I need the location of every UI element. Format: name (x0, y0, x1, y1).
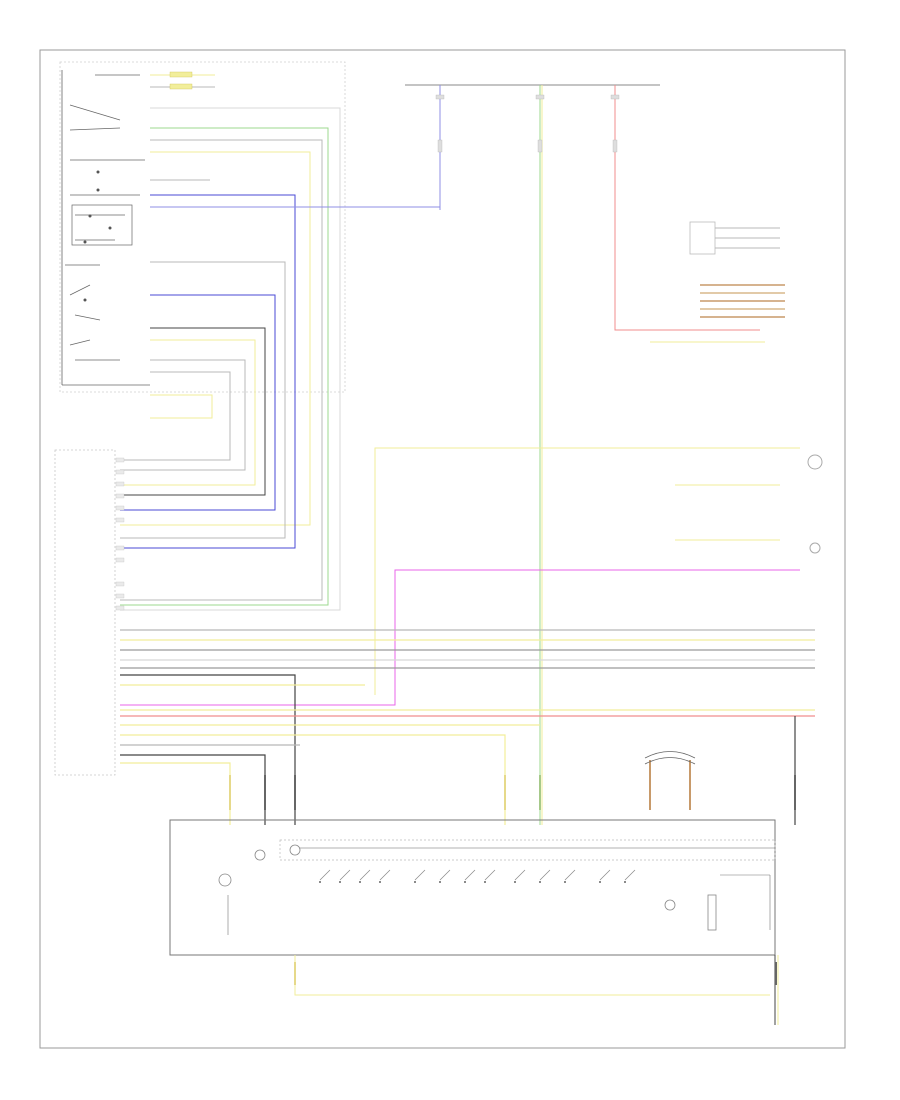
right-connector-block (650, 221, 785, 343)
switch-output-wires (120, 74, 441, 611)
right-lamp-wiring (120, 447, 823, 706)
main-harness (120, 629, 815, 825)
connector-stubs (229, 760, 796, 810)
switch-dashed-outline (59, 61, 346, 393)
indicator-lamp (218, 873, 232, 887)
instrument-cluster-block (169, 819, 776, 956)
ground-connector (644, 751, 696, 765)
cluster-internal-dashed (279, 839, 776, 861)
diagram-frame (39, 49, 846, 1049)
module-dashed-outline (54, 449, 116, 776)
fuse-area (405, 84, 760, 825)
light-switch-block (59, 61, 346, 393)
bottom-ground-wires (294, 955, 779, 1025)
body-control-module-block (54, 449, 125, 776)
